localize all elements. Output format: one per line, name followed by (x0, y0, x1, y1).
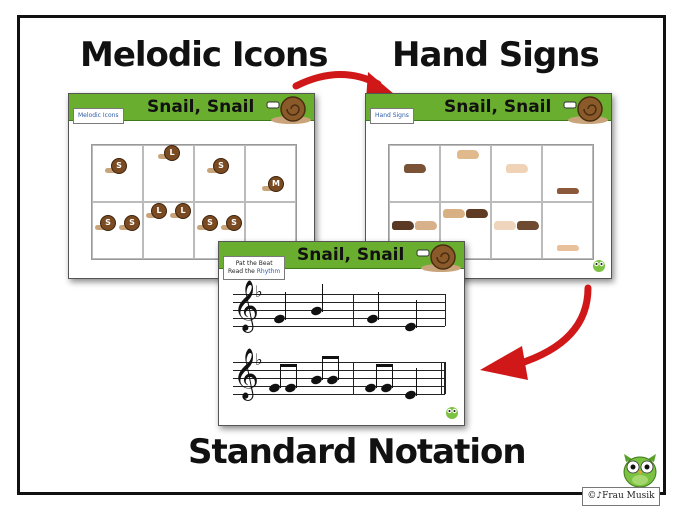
icon-grid: S L S M S S L L S S (91, 144, 297, 260)
slide-tag: Pat the Beat Read the Rhythm (223, 256, 286, 280)
treble-clef-icon: 𝄞 (233, 348, 260, 399)
flat-icon: ♭ (255, 350, 263, 369)
tag-line-2-prefix: Read the (228, 268, 257, 275)
grid-cell: L L (143, 202, 194, 259)
owl-mascot-icon (623, 454, 657, 488)
hand-sign-icon (457, 150, 479, 159)
grid-cell (542, 202, 593, 259)
tag-line-1: Pat the Beat (235, 260, 273, 267)
hand-sign-icon (392, 221, 414, 230)
hand-sign-icon (557, 245, 579, 251)
snail-icon (563, 96, 608, 124)
notation-slide: Snail, Snail Pat the Beat Read the Rhyth… (218, 241, 465, 426)
slide-tag: Hand Signs (370, 108, 414, 124)
grid-cell (542, 145, 593, 202)
grid-cell: S S (194, 202, 245, 259)
melodic-icons-title: Melodic Icons (80, 35, 328, 75)
grid-cell (491, 202, 542, 259)
snail-sol-icon: S (124, 215, 140, 231)
snail-sol-icon: S (111, 158, 127, 174)
slide-tag: Melodic Icons (73, 108, 124, 124)
quarter-note (272, 313, 287, 325)
snail-mi-icon: M (268, 176, 284, 192)
hand-sign-icon (415, 221, 437, 230)
hand-signs-title: Hand Signs (392, 35, 600, 75)
grid-cell: L (143, 145, 194, 202)
treble-clef-icon: 𝄞 (233, 280, 260, 331)
brand-label: ©♪Frau Musik (582, 487, 660, 506)
grid-cell (440, 202, 491, 259)
hand-sign-icon (506, 164, 528, 173)
slide-title: Snail, Snail (444, 97, 552, 117)
hand-signs-slide: Snail, Snail Hand Signs (365, 93, 612, 279)
hand-sign-icon (494, 221, 516, 230)
grid-cell (440, 145, 491, 202)
snail-sol-icon: S (100, 215, 116, 231)
quarter-note (309, 305, 324, 317)
quarter-note (403, 389, 418, 401)
hand-sign-icon (557, 188, 579, 194)
snail-icon (416, 244, 461, 272)
slide-title: Snail, Snail (147, 97, 255, 117)
grid-cell: S S (92, 202, 143, 259)
quarter-note (403, 321, 418, 333)
grid-cell: M (245, 145, 296, 202)
snail-la-icon: L (175, 203, 191, 219)
arrow-down-left-icon (480, 284, 592, 380)
snail-sol-icon: S (202, 215, 218, 231)
owl-logo-icon (593, 260, 605, 272)
hand-sign-grid (388, 144, 594, 260)
hand-sign-icon (466, 209, 488, 218)
owl-logo-icon (446, 407, 458, 419)
slide-title: Snail, Snail (297, 245, 405, 265)
grid-cell (491, 145, 542, 202)
tag-line-2: Read the Rhythm (228, 268, 280, 276)
standard-notation-title: Standard Notation (188, 432, 527, 472)
grid-cell: S (194, 145, 245, 202)
hand-sign-icon (443, 209, 465, 218)
hand-sign-icon (404, 164, 426, 173)
snail-la-icon: L (151, 203, 167, 219)
snail-icon (266, 96, 311, 124)
hand-sign-icon (517, 221, 539, 230)
tag-line-2-highlight: Rhythm (256, 268, 281, 275)
flat-icon: ♭ (255, 282, 263, 301)
grid-cell: S (92, 145, 143, 202)
snail-sol-icon: S (226, 215, 242, 231)
quarter-note (365, 313, 380, 325)
grid-cell (389, 145, 440, 202)
snail-sol-icon: S (213, 158, 229, 174)
snail-la-icon: L (164, 145, 180, 161)
